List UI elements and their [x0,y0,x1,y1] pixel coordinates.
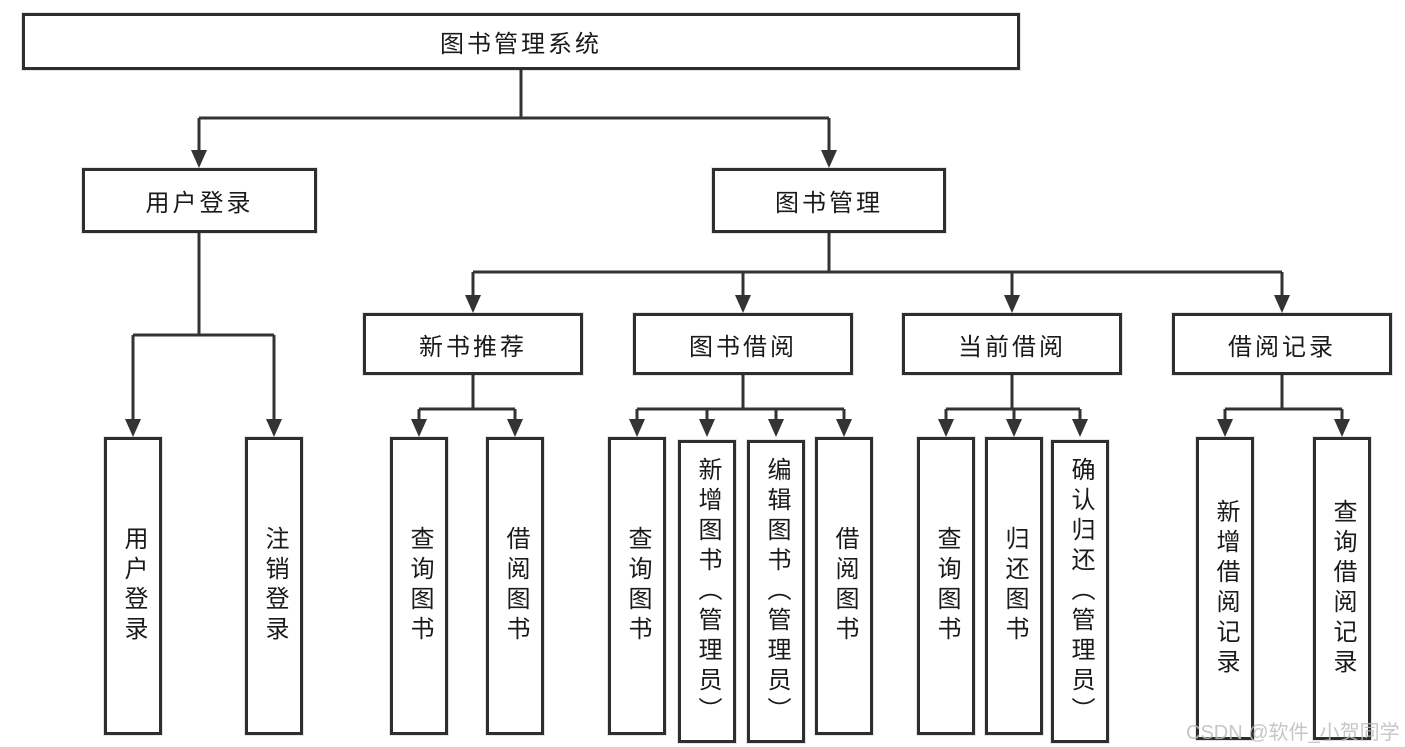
node-library-system-label: 图书管理系统 [440,31,602,58]
leaf-confirm-return-admin: 确认归还（管理员） [1051,440,1109,743]
leaf-query-books-recommend: 查询图书 [390,437,448,735]
leaf-logout-login-label: 注销登录 [261,526,288,646]
csdn-watermark: CSDN @软件_小贺同学 [1186,722,1400,744]
leaf-query-books-current: 查询图书 [917,437,975,735]
leaf-add-borrow-record: 新增借阅记录 [1196,437,1254,740]
leaf-return-books-label: 归还图书 [1001,526,1028,646]
connector-new-book-branch [417,375,517,421]
connector-book-mgmt-branch [471,233,1284,297]
leaf-query-books-current-label: 查询图书 [933,526,960,646]
connector-book-borrow-branch [635,375,846,421]
node-user-login-label: 用户登录 [145,190,254,217]
node-current-borrowing-label: 当前借阅 [958,333,1066,361]
leaf-borrow-books-label: 借阅图书 [831,526,858,646]
leaf-query-borrow-record-label: 查询借阅记录 [1329,498,1356,679]
node-borrowing-records: 借阅记录 [1172,313,1392,375]
leaf-query-books-borrow: 查询图书 [608,437,666,735]
node-book-borrowing: 图书借阅 [633,313,853,375]
node-user-login: 用户登录 [82,168,317,233]
connector-user-login-branch [131,233,276,421]
leaf-borrow-books-recommend: 借阅图书 [486,437,544,735]
leaf-query-books-recommend-label: 查询图书 [406,526,433,646]
leaf-user-login-label: 用户登录 [120,526,147,646]
leaf-query-books-borrow-label: 查询图书 [624,526,651,646]
node-borrowing-records-label: 借阅记录 [1228,333,1336,361]
leaf-borrow-books-recommend-label: 借阅图书 [502,526,529,646]
leaf-edit-book-admin: 编辑图书（管理员） [747,440,805,743]
leaf-add-borrow-record-label: 新增借阅记录 [1212,498,1239,679]
leaf-edit-book-admin-label: 编辑图书（管理员） [763,456,790,727]
leaf-return-books: 归还图书 [985,437,1043,735]
leaf-query-borrow-record: 查询借阅记录 [1313,437,1371,740]
node-current-borrowing: 当前借阅 [902,313,1122,375]
node-new-book-recommendation-label: 新书推荐 [419,333,527,361]
node-book-management-label: 图书管理 [775,190,883,217]
leaf-add-book-admin: 新增图书（管理员） [678,440,736,743]
node-library-system: 图书管理系统 [22,13,1020,70]
connector-current-borrow-branch [944,375,1082,421]
connector-borrow-records-branch [1223,375,1344,421]
leaf-confirm-return-admin-label: 确认归还（管理员） [1067,456,1094,727]
leaf-logout-login: 注销登录 [245,437,303,735]
leaf-user-login: 用户登录 [104,437,162,735]
connector-root-to-level2 [197,70,831,152]
leaf-add-book-admin-label: 新增图书（管理员） [694,456,721,727]
node-new-book-recommendation: 新书推荐 [363,313,583,375]
node-book-borrowing-label: 图书借阅 [689,333,797,361]
node-book-management: 图书管理 [712,168,946,233]
leaf-borrow-books: 借阅图书 [815,437,873,735]
